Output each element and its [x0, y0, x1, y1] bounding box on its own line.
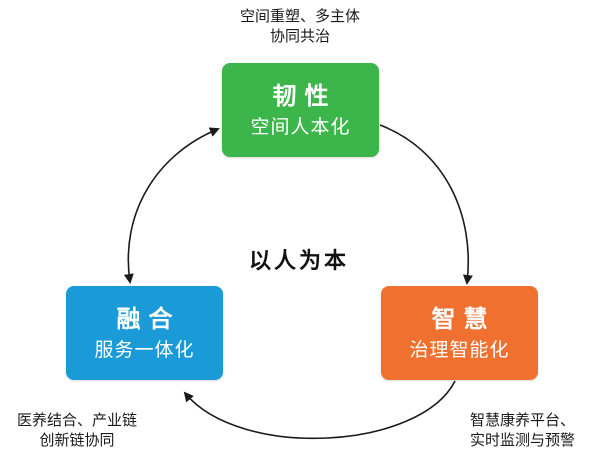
- node-integration-title: 融合: [116, 305, 181, 333]
- arrow-top-to-right: [379, 124, 473, 285]
- caption-top-line-1: 空间重塑、多主体: [239, 7, 360, 25]
- node-smart-title: 智慧: [431, 305, 496, 333]
- node-integration-subtitle: 服务一体化: [94, 339, 195, 361]
- caption-left-line-1: 医养结合、产业链: [16, 411, 137, 429]
- node-integration: 融合 服务一体化: [66, 286, 223, 380]
- arrow-left-to-top: [123, 127, 220, 284]
- node-resilience: 韧性 空间人本化: [222, 63, 379, 157]
- node-resilience-title: 韧性: [272, 82, 337, 110]
- caption-right-line-2: 实时监测与预警: [469, 431, 575, 449]
- node-smart-subtitle: 治理智能化: [409, 339, 510, 361]
- arrow-right-to-left: [183, 380, 456, 440]
- caption-top: 空间重塑、多主体 协同共治: [225, 6, 375, 46]
- caption-right: 智慧康养平台、 实时监测与预警: [450, 410, 595, 450]
- node-smart: 智慧 治理智能化: [381, 286, 538, 380]
- caption-left-line-2: 创新链协同: [39, 431, 115, 449]
- node-resilience-subtitle: 空间人本化: [250, 116, 351, 138]
- caption-right-line-1: 智慧康养平台、: [469, 411, 575, 429]
- center-label: 以人为本: [248, 249, 349, 274]
- caption-left: 医养结合、产业链 创新链协同: [2, 410, 152, 450]
- caption-top-line-2: 协同共治: [269, 27, 330, 45]
